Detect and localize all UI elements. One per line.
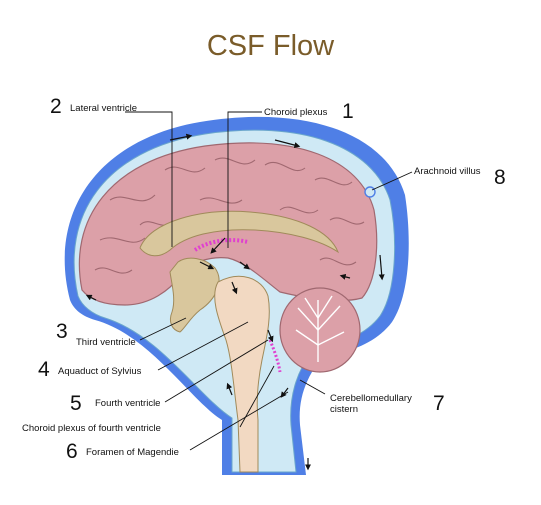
- leader-2: [125, 111, 173, 247]
- leader-3: [139, 317, 187, 341]
- callout-labels: 2 Lateral ventricle Choroid plexus 1 Ara…: [22, 95, 506, 463]
- leader-4: [157, 321, 249, 371]
- label-num-3: 3: [56, 320, 68, 343]
- diagram-title: CSF Flow: [206, 30, 335, 62]
- label-num-4: 4: [38, 358, 50, 381]
- flow-arrows: [85, 133, 385, 471]
- leader-7: [189, 391, 289, 451]
- label-num-7: 7: [433, 392, 445, 415]
- label-arachnoid-villus: Arachnoid villus: [414, 166, 481, 177]
- fourth-ventricle-plexus: [268, 339, 282, 373]
- lateral-ventricle-shape: [139, 210, 340, 257]
- label-num-5: 5: [70, 392, 82, 415]
- label-foramen-magendie: Foramen of Magendie: [86, 447, 179, 458]
- label-lateral-ventricle: Lateral ventricle: [70, 103, 137, 114]
- leader-1: [227, 111, 262, 248]
- label-third-ventricle: Third ventricle: [76, 337, 136, 348]
- leader-9: [371, 171, 413, 191]
- label-aquaduct: Aquaduct of Sylvius: [58, 366, 142, 377]
- label-cistern: cistern: [330, 404, 358, 415]
- label-num-1: 1: [342, 100, 354, 123]
- leader-5: [164, 339, 269, 403]
- arachnoid-villus: [364, 186, 376, 198]
- label-num-2: 2: [50, 95, 62, 118]
- label-fourth-ventricle: Fourth ventricle: [95, 398, 160, 409]
- cerebellum: [279, 287, 361, 373]
- label-choroid-plexus: Choroid plexus: [264, 107, 328, 118]
- choroid-plexus: [193, 238, 249, 252]
- gyri-lines: [94, 157, 365, 274]
- leader-8: [299, 379, 326, 395]
- brainstem: [214, 275, 270, 473]
- label-num-6: 6: [66, 440, 78, 463]
- leader-lines: [125, 111, 413, 451]
- label-num-8: 8: [494, 166, 506, 189]
- label-choroid-plexus-fourth: Choroid plexus of fourth ventricle: [22, 423, 161, 434]
- label-cerebellomedullary: Cerebellomedullary: [330, 393, 412, 404]
